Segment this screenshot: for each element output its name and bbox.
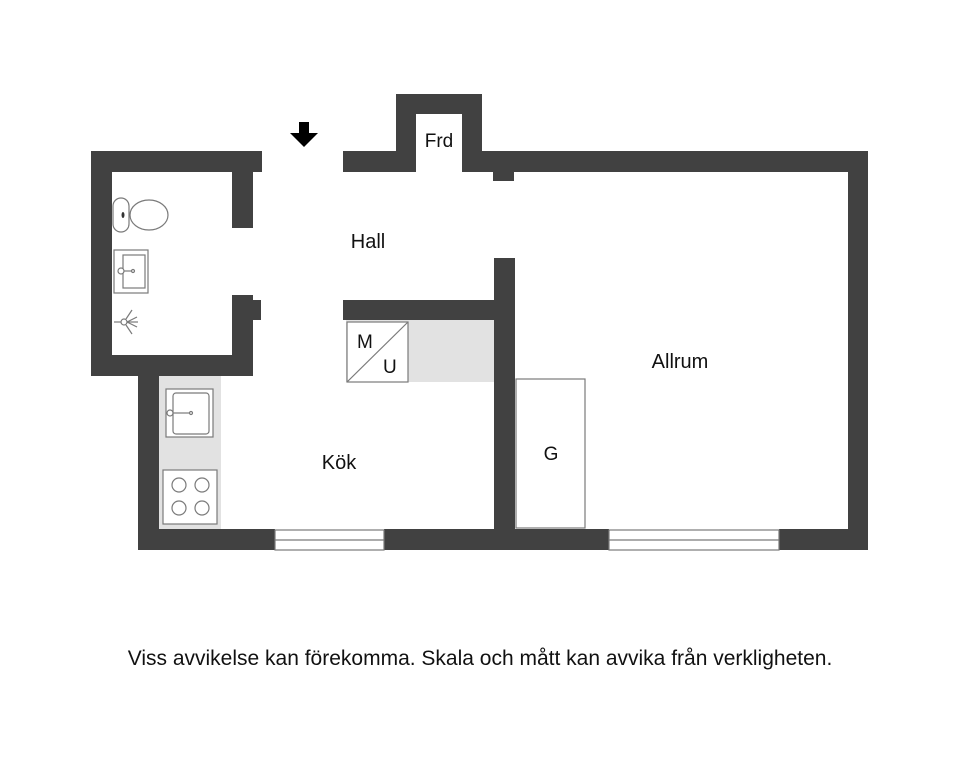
wall-closet-top [396,94,482,114]
room-label-kitchen: Kök [322,452,357,474]
wall-kitchen-left [138,376,159,550]
kitchen-sink-icon [165,388,214,438]
wall-stub [253,300,261,320]
wall-bottom-3 [779,529,868,550]
shower-icon [114,309,138,335]
disclaimer-text: Viss avvikelse kan förekomma. Skala och … [127,647,833,670]
washer-dryer [346,321,409,383]
wall-bathroom-partition-lower [232,295,253,376]
arrow-down-icon [290,122,318,147]
stove-icon [162,469,218,525]
window-kitchen [274,529,385,551]
wall-bathroom-left [91,151,112,376]
window-living-room [608,529,780,551]
wall-top-right [462,151,868,172]
wall-divider [494,258,515,550]
wall-bathroom-bottom [91,355,253,376]
wardrobe [515,378,586,529]
wall-bottom-1 [138,529,275,550]
walls [91,94,868,550]
room-label-hall: Hall [351,231,385,253]
wall-bathroom-partition-upper [232,172,253,228]
dryer-label: U [383,357,397,378]
wall-right [848,151,868,550]
toilet-icon [112,197,169,233]
wall-hall [343,300,515,320]
wall-top-left [91,151,262,172]
bathroom-sink-icon [113,249,149,294]
washer-label: M [357,332,373,353]
wardrobe-label: G [544,444,559,465]
room-label-closet: Frd [425,131,454,152]
wall-stub-top [493,172,514,181]
wall-bottom-2 [384,529,609,550]
room-label-living-room: Allrum [652,351,709,373]
